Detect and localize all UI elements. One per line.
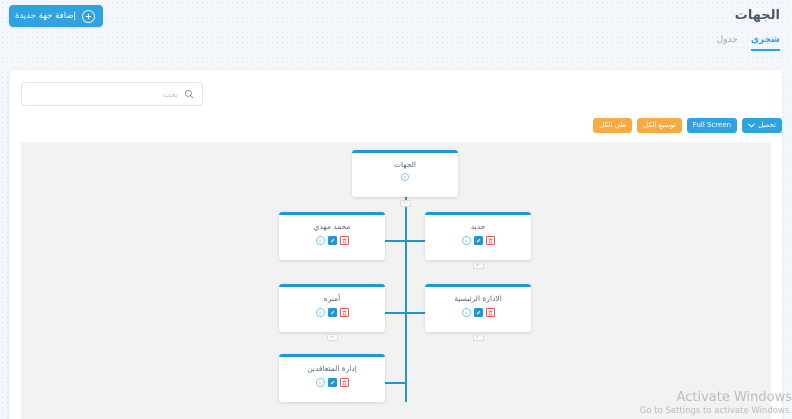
tree-node-count-badge[interactable]: ٩٠ [327, 334, 338, 341]
tree-node-count-badge[interactable]: ١٠ [400, 200, 411, 207]
tree-node-root[interactable]: الجهات [352, 150, 458, 197]
tree-node-jadid[interactable]: جديد [425, 212, 531, 260]
full-screen-button[interactable]: Full Screen [686, 118, 738, 133]
tree-node-ambra[interactable]: أمبره [279, 284, 385, 332]
main-card: طي الكل توسيع الكل Full Screen تحميل الج… [10, 70, 782, 419]
plus-icon[interactable] [461, 308, 471, 317]
plus-icon[interactable] [315, 378, 325, 387]
search-box[interactable] [21, 82, 203, 106]
search-icon [184, 89, 194, 99]
tree-node-label: أمبره [323, 294, 341, 303]
trash-icon[interactable] [485, 236, 495, 245]
search-input[interactable] [30, 89, 184, 99]
download-dropdown-button[interactable]: تحميل [742, 118, 782, 133]
pencil-icon[interactable] [473, 236, 483, 245]
tree-node-label: جديد [470, 222, 486, 231]
tree-node-mohamed-mahdi[interactable]: محمد مهدي [279, 212, 385, 260]
tree-node-label: الادارة الرئيسية [454, 294, 502, 303]
tree-connector-root-vertical [405, 194, 407, 402]
tree-node-actions [315, 236, 349, 245]
tab-tree[interactable]: شجري [750, 35, 780, 51]
tree-node-label: محمد مهدي [313, 222, 351, 231]
tree-toolbar: طي الكل توسيع الكل Full Screen تحميل [21, 118, 782, 138]
page-title: الجهات [734, 8, 780, 23]
expand-all-button[interactable]: توسيع الكل [637, 118, 682, 133]
tree-node-label: الجهات [394, 160, 417, 169]
chevron-down-icon [748, 123, 755, 128]
plus-icon[interactable] [315, 308, 325, 317]
add-new-entity-label: إضافة جهة جديدة [15, 11, 76, 21]
expand-all-label: توسيع الكل [643, 121, 676, 129]
pencil-icon[interactable] [327, 236, 337, 245]
tree-canvas[interactable]: الجهات ١٠ جديد [21, 142, 771, 419]
plus-icon[interactable] [461, 236, 471, 245]
trash-icon[interactable] [339, 308, 349, 317]
view-tabs: شجري جدول [716, 35, 780, 51]
trash-icon[interactable] [485, 308, 495, 317]
tree-node-actions [315, 378, 349, 387]
pencil-icon[interactable] [327, 308, 337, 317]
plus-circle-icon [81, 9, 95, 23]
tree-connector-branch-1 [351, 240, 461, 242]
pencil-icon[interactable] [473, 308, 483, 317]
tree-node-count-badge[interactable]: ٥٠ [473, 262, 484, 269]
tree-node-actions [461, 308, 495, 317]
collapse-all-button[interactable]: طي الكل [593, 118, 633, 133]
top-bar: الجهات إضافة جهة جديدة شجري جدول [0, 0, 792, 62]
tree-node-contractors-administration[interactable]: إدارة المتعاقدين [279, 354, 385, 402]
tree-node-count-badge[interactable]: ٢٠ [473, 334, 484, 341]
trash-icon[interactable] [339, 378, 349, 387]
tree-node-toggle[interactable] [401, 173, 409, 181]
download-label: تحميل [758, 121, 776, 129]
collapse-all-label: طي الكل [599, 121, 627, 129]
tree-node-actions [461, 236, 495, 245]
tree-node-label: إدارة المتعاقدين [307, 364, 357, 373]
tree-connector-branch-2 [351, 312, 461, 314]
trash-icon[interactable] [339, 236, 349, 245]
tab-table[interactable]: جدول [716, 35, 738, 45]
pencil-icon[interactable] [327, 378, 337, 387]
full-screen-label: Full Screen [692, 121, 732, 129]
tree-node-main-administration[interactable]: الادارة الرئيسية [425, 284, 531, 332]
add-new-entity-button[interactable]: إضافة جهة جديدة [9, 5, 103, 27]
search-row [10, 82, 782, 108]
tree-node-actions [315, 308, 349, 317]
plus-icon[interactable] [315, 236, 325, 245]
